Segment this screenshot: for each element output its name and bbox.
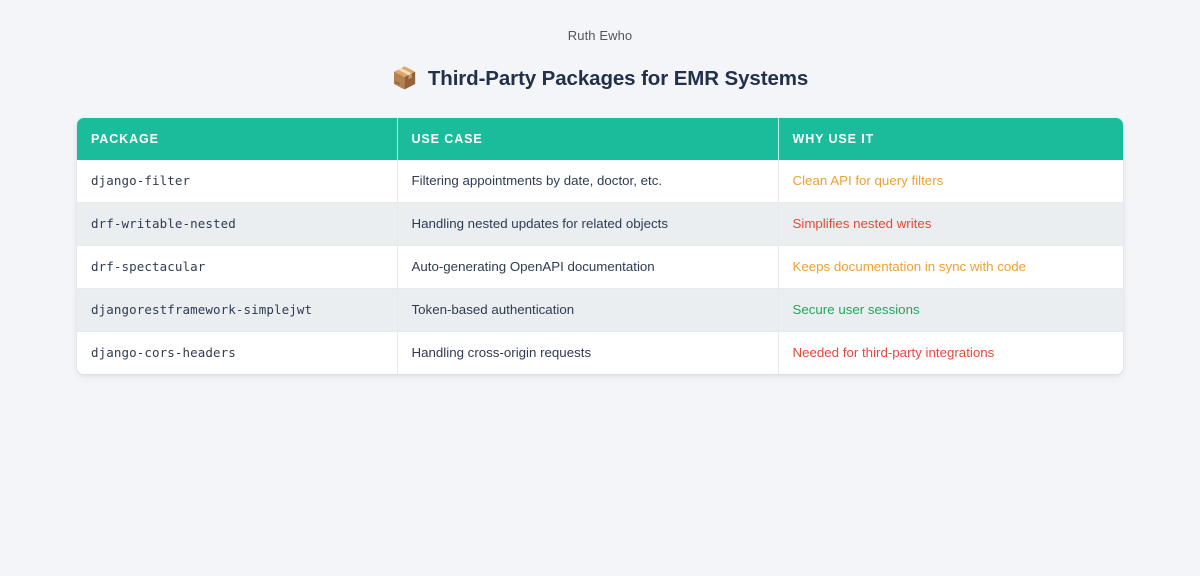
page-title-text: Third-Party Packages for EMR Systems xyxy=(427,67,809,90)
package-emoji: 📦 xyxy=(391,67,418,90)
column-header-use-case[interactable]: USE CASE xyxy=(397,118,779,160)
column-header-package[interactable]: PACKAGE xyxy=(77,118,398,160)
cell-package: drf-spectacular xyxy=(77,245,398,289)
cell-package: django-cors-headers xyxy=(77,331,398,374)
page-title: 📦 Third-Party Packages for EMR Systems xyxy=(0,66,1200,92)
table-header-row: PACKAGE USE CASE WHY USE IT xyxy=(77,118,1123,160)
cell-why-use-it: Needed for third-party integrations xyxy=(778,331,1123,374)
cell-use-case: Filtering appointments by date, doctor, … xyxy=(397,160,779,203)
cell-package: djangorestframework-simplejwt xyxy=(77,288,398,332)
cell-why-use-it: Secure user sessions xyxy=(778,288,1123,332)
packages-table: PACKAGE USE CASE WHY USE IT django-filte… xyxy=(77,118,1123,374)
column-header-why-use-it[interactable]: WHY USE IT xyxy=(778,118,1123,160)
cell-use-case: Auto-generating OpenAPI documentation xyxy=(397,245,779,289)
cell-use-case: Handling nested updates for related obje… xyxy=(397,202,779,246)
author-byline: Ruth Ewho xyxy=(567,28,633,43)
cell-why-use-it: Simplifies nested writes xyxy=(778,202,1123,246)
cell-why-use-it: Keeps documentation in sync with code xyxy=(778,245,1123,289)
cell-package: drf-writable-nested xyxy=(77,202,398,246)
cell-use-case: Handling cross-origin requests xyxy=(397,331,779,374)
table-head: PACKAGE USE CASE WHY USE IT xyxy=(77,118,1123,160)
cell-use-case: Token-based authentication xyxy=(397,288,779,332)
cell-why-use-it: Clean API for query filters xyxy=(778,160,1123,203)
cell-package: django-filter xyxy=(77,160,398,203)
packages-table-container: PACKAGE USE CASE WHY USE IT django-filte… xyxy=(77,118,1123,374)
